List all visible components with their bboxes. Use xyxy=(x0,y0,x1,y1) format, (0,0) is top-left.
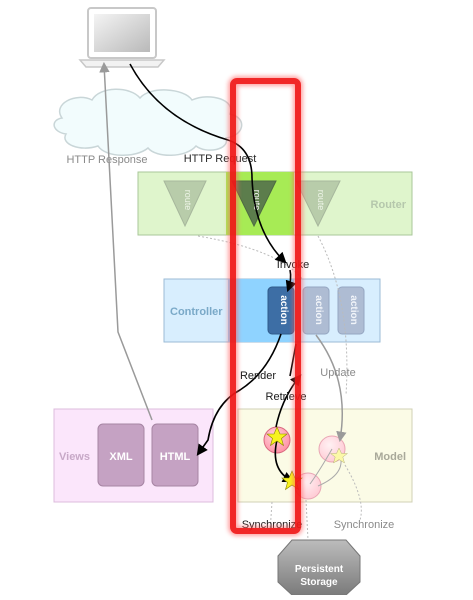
route-label: route xyxy=(183,190,193,211)
storage-label-line1: Persistent xyxy=(295,564,344,575)
model-box: Model xyxy=(237,408,413,503)
synchronize-right-label: Synchronize xyxy=(334,519,395,531)
dotted-link xyxy=(305,499,309,541)
render-label: Render xyxy=(240,370,276,382)
http-request-arrow xyxy=(129,63,287,264)
dotted-link xyxy=(197,235,304,281)
views-label: Views xyxy=(59,451,90,463)
update-label: Update xyxy=(320,367,355,379)
action-tile-2: action xyxy=(302,286,330,335)
controller-box: Controller action action action xyxy=(163,278,381,343)
http-response-arrow xyxy=(99,61,153,421)
controller-label: Controller xyxy=(170,306,223,318)
action-label: action xyxy=(278,295,289,324)
route-triangle-3: route xyxy=(295,180,341,228)
model-link xyxy=(309,448,333,485)
action-label: action xyxy=(348,295,359,324)
star-icon xyxy=(329,447,349,464)
invoke-arrow xyxy=(285,269,297,293)
route-label: route xyxy=(316,190,326,211)
laptop-icon xyxy=(78,7,166,68)
views-box: Views XML HTML xyxy=(53,408,214,503)
router-label: Router xyxy=(371,199,407,211)
route-triangle-1: route xyxy=(163,180,207,228)
xml-label: XML xyxy=(109,451,133,463)
action-tile-1: action xyxy=(267,286,295,335)
render-arrow xyxy=(196,333,282,456)
action-tile-3: action xyxy=(337,286,365,335)
update-arrow xyxy=(315,334,347,443)
route-label: route xyxy=(252,190,262,211)
storage-label-line2: Storage xyxy=(300,577,338,588)
cloud-icon xyxy=(53,88,243,156)
storage-icon: Persistent Storage xyxy=(277,539,361,596)
http-request-label: HTTP Request xyxy=(184,153,257,165)
dotted-link xyxy=(317,235,348,396)
xml-tile xyxy=(97,423,145,487)
html-label: HTML xyxy=(160,451,191,463)
highlight-column xyxy=(228,76,303,536)
model-label: Model xyxy=(374,451,406,463)
action-label: action xyxy=(313,295,324,324)
http-response-label: HTTP Response xyxy=(66,154,147,166)
star-icon xyxy=(266,426,288,447)
router-box: Router route route route xyxy=(137,171,413,236)
